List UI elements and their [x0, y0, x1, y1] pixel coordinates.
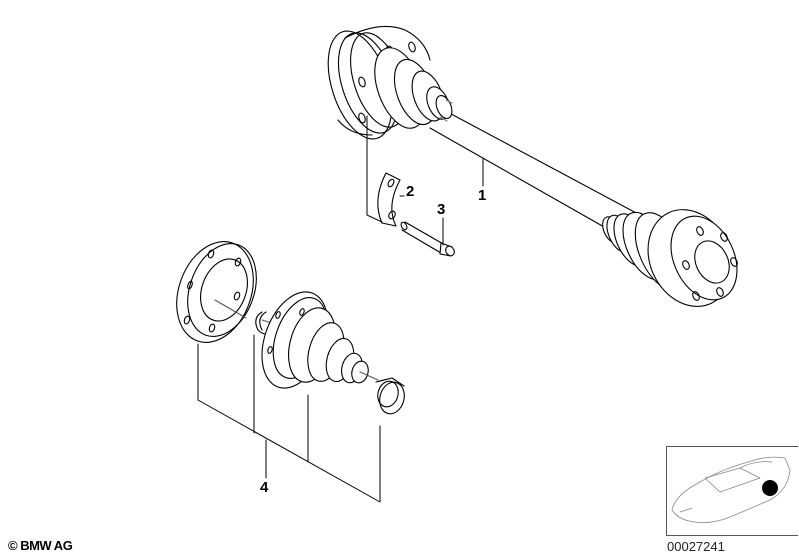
- drive-shaft-part[interactable]: [316, 23, 750, 320]
- thumbnail-car: [671, 456, 791, 524]
- bolt-part[interactable]: [400, 221, 456, 257]
- callout-1[interactable]: 1: [478, 187, 487, 204]
- callout-2[interactable]: 2: [406, 183, 415, 200]
- document-id: 00027241: [667, 539, 725, 554]
- location-thumbnail: [666, 446, 798, 536]
- lock-plate-part[interactable]: [377, 172, 401, 227]
- copyright-label: © BMW AG: [8, 538, 73, 553]
- repair-kit-part[interactable]: [163, 231, 407, 417]
- leader-lines: [197, 115, 484, 503]
- callout-3[interactable]: 3: [437, 201, 446, 218]
- callout-4[interactable]: 4: [260, 479, 269, 496]
